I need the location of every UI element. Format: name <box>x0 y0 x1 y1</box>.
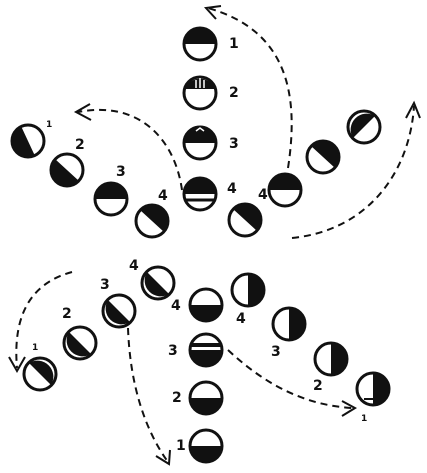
disk-upper-vertical-3 <box>184 127 216 159</box>
disk-upper-right-1 <box>348 111 380 143</box>
disk-lower-right-4 <box>232 274 264 306</box>
label-upper-vertical-3: 3 <box>229 136 239 152</box>
disk-lower-vertical-2 <box>190 382 222 414</box>
label-lower-left-4: 4 <box>129 258 139 274</box>
label-lower-right-2: 2 <box>313 378 323 394</box>
label-lower-vertical-3: 3 <box>168 343 178 359</box>
disk-upper-right-2 <box>307 141 339 173</box>
arrowhead-top <box>206 6 221 19</box>
arrow-arc-lower-middle <box>128 328 168 462</box>
disk-lower-vertical-4 <box>190 289 222 321</box>
disk-lower-left-4 <box>142 267 174 299</box>
disk-upper-right-4 <box>229 204 261 236</box>
disk-upper-vertical-1 <box>184 28 216 60</box>
label-lower-vertical-4: 4 <box>171 298 181 314</box>
disk-lower-left-3 <box>103 295 135 327</box>
label-upper-left-4: 4 <box>158 188 168 204</box>
disk-lower-vertical-3 <box>190 334 222 366</box>
label-lower-right-1: 1 <box>361 414 367 424</box>
disk-lower-right-1 <box>357 373 389 405</box>
label-upper-vertical-1: 1 <box>229 36 239 52</box>
arrowhead-lower-middle <box>156 450 170 464</box>
label-lower-left-3: 3 <box>100 277 110 293</box>
label-lower-left-1: 1 <box>32 343 38 353</box>
disk-lower-vertical-1 <box>190 430 222 462</box>
disk-upper-left-3 <box>95 183 127 215</box>
arrow-arc-top <box>208 8 292 168</box>
disk-lower-right-2 <box>315 343 347 375</box>
label-upper-vertical-2: 2 <box>229 85 239 101</box>
disk-upper-left-1 <box>11 125 44 158</box>
label-lower-left-2: 2 <box>62 306 72 322</box>
label-lower-vertical-1: 1 <box>176 438 186 454</box>
label-upper-left-3: 3 <box>116 164 126 180</box>
disk-lower-left-1 <box>24 358 56 390</box>
label-upper-right-4: 4 <box>258 187 268 203</box>
disk-upper-left-2 <box>51 154 83 186</box>
disk-upper-right-3 <box>269 174 301 206</box>
label-upper-vertical-4: 4 <box>227 181 237 197</box>
label-lower-right-3: 3 <box>271 344 281 360</box>
disk-lower-left-2 <box>64 327 96 359</box>
disk-upper-vertical-4 <box>184 178 216 210</box>
label-upper-left-2: 2 <box>75 137 85 153</box>
label-lower-vertical-2: 2 <box>172 390 182 406</box>
label-upper-left-1: 1 <box>46 120 52 130</box>
arrow-arc-upper-left <box>78 110 182 190</box>
label-lower-right-4: 4 <box>236 311 246 327</box>
disk-lower-right-3 <box>273 308 305 340</box>
disk-upper-vertical-2 <box>184 77 216 109</box>
disk-upper-left-4 <box>136 205 168 237</box>
